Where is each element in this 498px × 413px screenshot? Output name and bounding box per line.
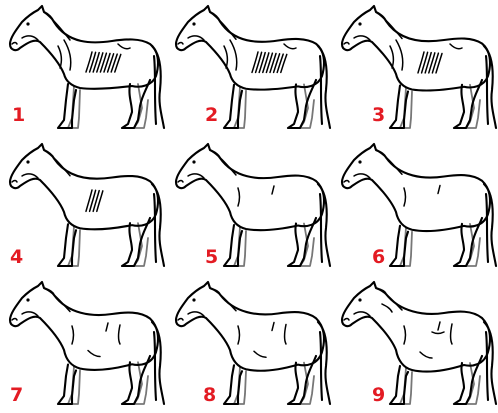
horse-panel-9 [332,276,498,413]
panel-number-label: 2 [205,106,218,125]
horse-outline-drawing [0,276,166,413]
panel-number-label: 5 [205,248,218,267]
panel-number-label: 8 [203,386,216,405]
horse-panel-5 [166,138,332,275]
panel-number-label: 9 [372,386,385,405]
horse-panel-3 [332,0,498,137]
panel-number-label: 6 [372,248,385,267]
horse-outline-drawing [166,0,332,137]
horse-outline-drawing [166,276,332,413]
horse-panel-8 [166,276,332,413]
panel-number-label: 7 [10,386,23,405]
horse-panel-2 [166,0,332,137]
horse-panel-7 [0,276,166,413]
horse-outline-drawing [166,138,332,275]
horse-outline-drawing [332,0,498,137]
horse-panel-6 [332,138,498,275]
horse-outline-drawing [332,276,498,413]
panel-number-label: 1 [12,106,25,125]
horse-panel-4 [0,138,166,275]
panel-number-label: 3 [372,106,385,125]
panel-number-label: 4 [10,248,23,267]
horse-outline-drawing [332,138,498,275]
horse-outline-drawing [0,138,166,275]
